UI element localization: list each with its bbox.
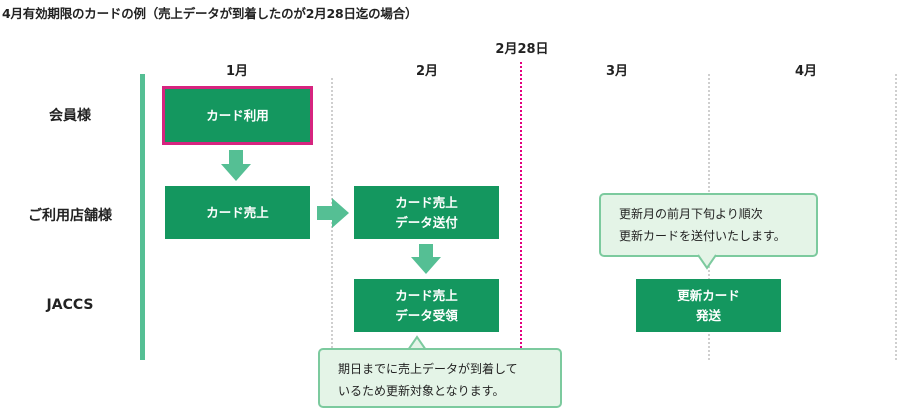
date-divider bbox=[520, 62, 522, 352]
callout-pointer bbox=[698, 254, 716, 270]
sale-data-send-box: カード売上 データ送付 bbox=[354, 186, 499, 239]
down-arrow-icon bbox=[411, 244, 441, 274]
card-use-box: カード利用 bbox=[162, 86, 313, 145]
diagram-title: 4月有効期限のカードの例（売上データが到着したのが2月28日迄の場合） bbox=[2, 6, 418, 21]
callout-pointer bbox=[408, 335, 426, 351]
right-arrow-icon bbox=[317, 198, 349, 228]
card-sale-box: カード売上 bbox=[165, 186, 310, 239]
month-label-apr: 4月 bbox=[794, 64, 818, 79]
down-arrow-icon bbox=[221, 150, 251, 181]
date-marker-label: 2月28日 bbox=[495, 42, 549, 57]
lane-bar bbox=[140, 74, 145, 360]
month-label-mar: 3月 bbox=[605, 64, 629, 79]
renewal-send-box: 更新カード 発送 bbox=[636, 279, 781, 332]
month-divider bbox=[895, 74, 897, 360]
month-label-feb: 2月 bbox=[415, 64, 439, 79]
renewal-note-callout: 更新月の前月下旬より順次 更新カードを送付いたします。 bbox=[599, 193, 818, 257]
row-label-member: 会員様 bbox=[49, 108, 91, 124]
row-label-store: ご利用店舗様 bbox=[28, 208, 112, 224]
month-label-jan: 1月 bbox=[225, 64, 249, 79]
sale-data-receive-box: カード売上 データ受領 bbox=[354, 279, 499, 332]
deadline-note-callout: 期日までに売上データが到着して いるため更新対象となります。 bbox=[318, 348, 562, 408]
row-label-jaccs: JACCS bbox=[46, 297, 94, 313]
